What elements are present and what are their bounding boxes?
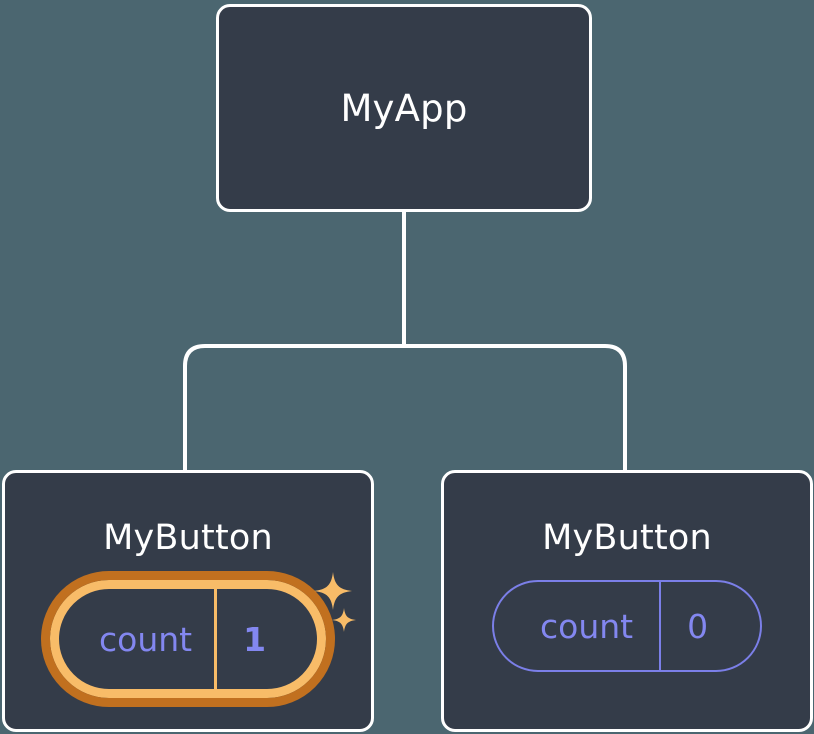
state-pill-highlighted[interactable]: count 1: [41, 571, 335, 707]
sparkle-small-icon: [332, 608, 356, 632]
state-pill-plain[interactable]: count 0: [492, 580, 762, 672]
state-key-right: count: [540, 606, 634, 646]
state-value-left: 1: [214, 589, 312, 689]
state-pill-wrap-left: count 1: [41, 571, 356, 707]
state-key-left: count: [99, 619, 193, 659]
sparkle-large-icon: [314, 572, 352, 610]
node-mybutton-right-label: MyButton: [542, 518, 712, 558]
node-myapp[interactable]: MyApp: [216, 4, 592, 212]
node-mybutton-left[interactable]: MyButton count 1: [2, 470, 374, 732]
connector-branch-left: [183, 344, 404, 470]
state-value-right: 0: [659, 582, 754, 670]
node-mybutton-right[interactable]: MyButton count 0: [441, 470, 813, 732]
connector-branch-right: [404, 344, 627, 470]
node-myapp-label: MyApp: [340, 86, 468, 130]
state-pill-wrap-right: count 0: [492, 580, 762, 672]
node-mybutton-left-label: MyButton: [103, 518, 273, 558]
